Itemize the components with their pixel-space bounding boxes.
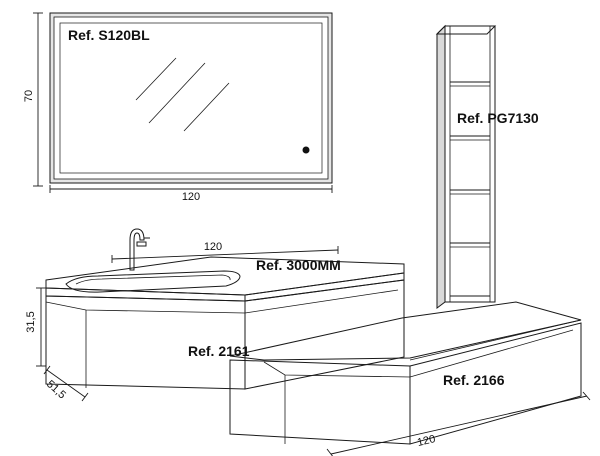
cabinet-left-ref-label: Ref. 2161 [188,343,250,359]
mirror-ref-label: Ref. S120BL [68,27,150,43]
lower-cabinet-width-dimension: 120 [326,391,591,456]
basin-width-dimension: 120 [111,241,339,263]
cabinet-2161: Ref. 3000MM Ref. 2161 [45,228,405,390]
cabinet-depth-label: 51,5 [44,378,68,401]
basin [65,270,241,293]
lower-cabinet-width-label: 120 [416,433,437,449]
basin-width-label: 120 [204,241,222,253]
mirror-glass [53,16,329,180]
cabinet-2166: Ref. 2166 [229,301,582,445]
cabinet-height-label: 31,5 [25,311,37,332]
mirror-height-label: 70 [23,90,35,102]
cabinet-depth-dimension: 51,5 [43,365,89,401]
mirror: Ref. S120BL [49,12,333,184]
cabinet-right-ref-label: Ref. 2166 [443,372,505,388]
mirror-led-border [59,22,323,174]
mirror-width-label: 120 [182,191,200,203]
shelf-ref-label: Ref. PG7130 [457,110,539,126]
cabinet-height-dimension: 31,5 [25,287,46,367]
mirror-width-dimension: 120 [49,185,333,203]
shelf-unit: Ref. PG7130 [435,24,539,309]
mirror-sensor-dot [302,146,310,154]
basin-ref-label: Ref. 3000MM [256,257,341,273]
mirror-reflection-line [135,57,177,101]
mirror-height-dimension: 70 [23,12,43,187]
mirror-reflection-line [148,62,206,124]
mirror-reflection-line [183,82,230,132]
shelf-boards [450,81,490,297]
faucet [129,228,150,271]
